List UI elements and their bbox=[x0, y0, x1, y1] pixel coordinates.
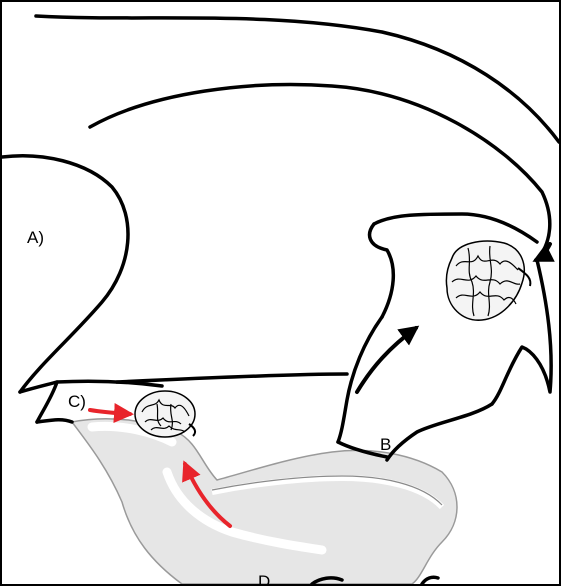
brain-icon bbox=[446, 241, 530, 320]
label-c: C) bbox=[68, 393, 86, 410]
red-arrow-icon bbox=[90, 410, 130, 414]
label-b: B bbox=[380, 436, 391, 453]
black-arrow-icon bbox=[357, 328, 416, 392]
label-d: D bbox=[258, 573, 270, 586]
black-arrow-icon bbox=[536, 244, 550, 260]
brain-icon bbox=[135, 391, 195, 437]
label-a: A) bbox=[27, 229, 44, 246]
